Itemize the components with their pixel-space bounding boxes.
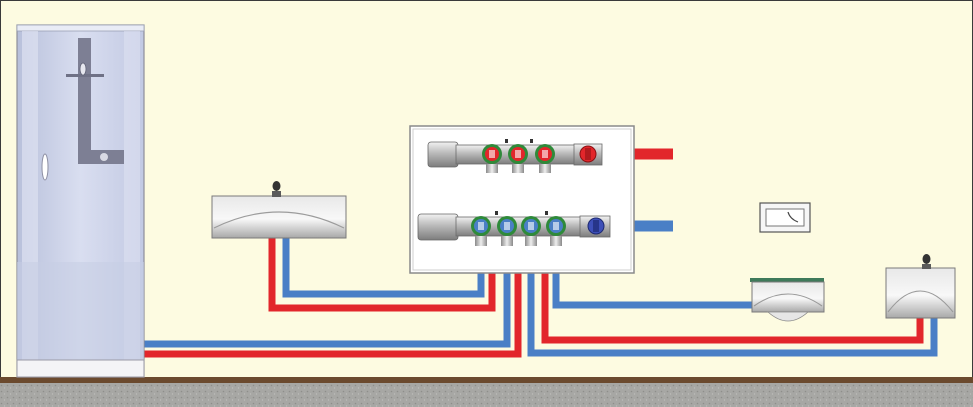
washbasin-left-tap [272,181,281,191]
shower-door-handle [41,153,49,181]
manifold-gauge-mark-4 [545,211,548,215]
hot-ballvalve-lever [585,148,591,160]
washbasin-left-shadow [213,211,345,229]
manifold-gauge-mark-2 [530,139,533,143]
washbasin-right-tap [922,254,931,264]
washbasin-right-bowl [885,267,956,319]
manifold-panel [409,125,635,274]
washbasin-right-shade [887,290,954,313]
hot-valve-1 [482,144,502,164]
shower-riser [78,38,91,162]
toilet-base [766,311,810,322]
cold-ballvalve-lever [593,220,599,232]
cold-outlet-2 [501,236,513,246]
cold-pipe-shower [144,244,511,348]
shower-tray [16,359,145,378]
cold-outlet-1 [475,236,487,246]
manifold-gauge-mark-3 [495,211,498,215]
cold-outlet-4 [550,236,562,246]
toilet-bowl [751,281,825,313]
hot-valve-2 [508,144,528,164]
shower-mixer-knob [100,153,108,161]
washbasin-left [211,181,347,239]
washbasin-left-tap-base [272,191,281,197]
cold-valve-4 [546,216,566,236]
washbasin-right [885,254,956,319]
shower-frame-top [16,24,145,32]
manifold-box-inner [412,128,632,271]
hot-outlet-2 [512,164,524,173]
hot-valve-3 [535,144,555,164]
shower-lower-panel [17,262,144,360]
washbasin-left-bowl [211,195,347,239]
cold-valve-1 [471,216,491,236]
cold-valve-2 [497,216,517,236]
hot-outlet-1 [486,164,498,173]
cold-manifold-endcap [417,213,459,241]
floor-ground [0,383,973,407]
cold-valve-3 [521,216,541,236]
washbasin-right-tap-base [922,264,931,269]
floor-screed [0,377,973,383]
shower-head [79,62,87,76]
hot-outlet-3 [539,164,551,173]
cold-pipe-washbasin-right [527,244,938,357]
manifold-gauge-mark-1 [505,139,508,143]
flush-plate-button [765,208,805,227]
hot-manifold-endcap [427,141,459,168]
toilet-flush-plate [759,202,811,233]
hot-manifold [427,141,603,173]
flush-plate-divider [787,211,799,223]
cold-outlet-3 [525,236,537,246]
toilet-lid [750,278,824,282]
toilet-bowl-shade [753,293,823,307]
shower-cabin [16,24,145,378]
shower-rail [66,74,104,77]
wall-hung-toilet [750,278,825,322]
cold-manifold [417,213,611,246]
